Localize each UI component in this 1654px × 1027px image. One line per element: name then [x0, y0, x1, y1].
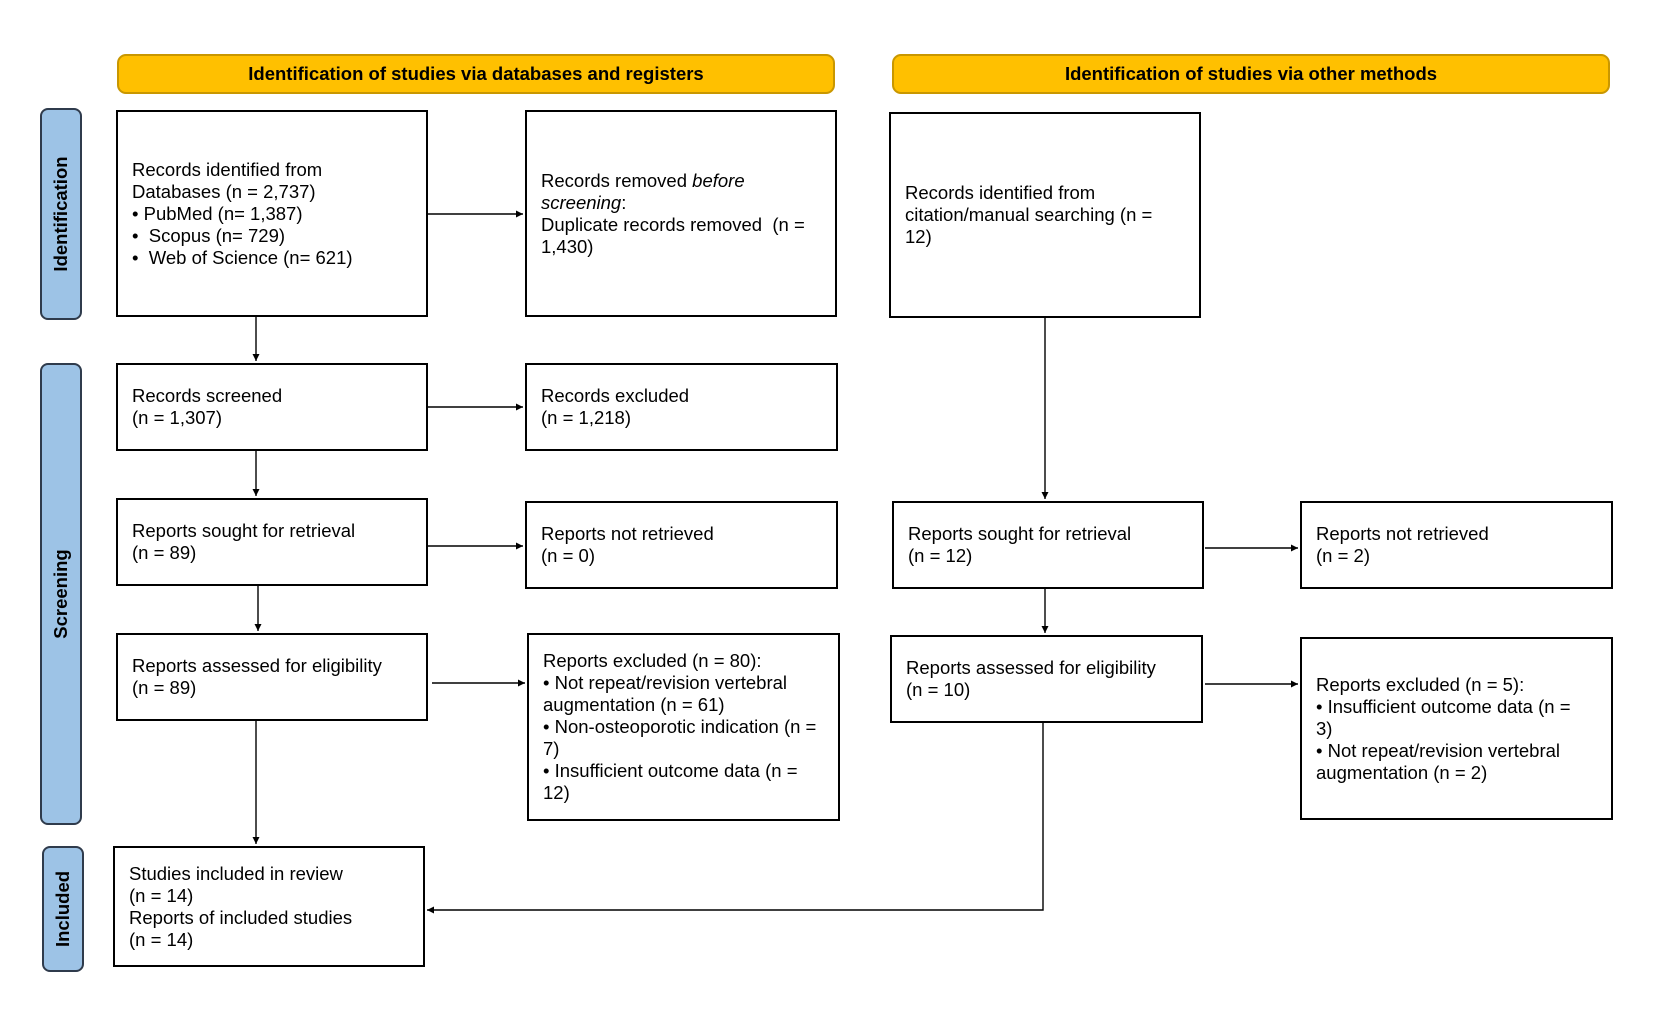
- box-line: • Insufficient outcome data (n =: [1316, 695, 1571, 717]
- box-line: (n = 14): [129, 928, 194, 950]
- box-line: Duplicate records removed (n =: [541, 213, 805, 235]
- box-line: augmentation (n = 2): [1316, 761, 1488, 783]
- arrow-assessed-right-to-included: [427, 723, 1044, 914]
- box-line: (n = 89): [132, 677, 197, 698]
- box-line: • Not repeat/revision vertebral: [543, 672, 788, 693]
- box-line: Studies included in review: [129, 862, 343, 884]
- box-line: (n = 2): [1316, 545, 1370, 566]
- box-line: 3): [1316, 717, 1333, 739]
- box-line: (n = 10): [906, 679, 971, 700]
- records-identified-databases: Records identified from Databases (n = 2…: [116, 110, 428, 317]
- box-line: Records removed before: [541, 170, 821, 192]
- reports-assessed-eligibility-left: Reports assessed for eligibility (n = 89…: [116, 633, 428, 721]
- records-identified-citation: Records identified from citation/manual …: [889, 112, 1201, 318]
- box-line: Reports sought for retrieval: [132, 520, 356, 541]
- reports-not-retrieved-left: Reports not retrieved (n = 0): [525, 501, 838, 589]
- box-line: (n = 1,218): [541, 407, 631, 428]
- reports-sought-for-retrieval-left: Reports sought for retrieval (n = 89): [116, 498, 428, 586]
- phase-identification: Identification: [40, 108, 82, 320]
- box-line: • Web of Science (n= 621): [132, 246, 353, 268]
- reports-excluded-right: Reports excluded (n = 5): • Insufficient…: [1300, 637, 1613, 820]
- box-line: 7): [543, 738, 560, 759]
- reports-assessed-eligibility-right: Reports assessed for eligibility (n = 10…: [890, 635, 1203, 723]
- box-line: citation/manual searching (n =: [905, 204, 1153, 225]
- box-line: Reports excluded (n = 5):: [1316, 673, 1525, 695]
- box-line: Databases (n = 2,737): [132, 180, 316, 202]
- box-line: • Non-osteoporotic indication (n =: [543, 716, 817, 737]
- records-screened: Records screened (n = 1,307): [116, 363, 428, 451]
- text-fragment: Records removed: [541, 169, 693, 191]
- box-line: • Insufficient outcome data (n =: [543, 760, 798, 781]
- records-removed-before-screening: Records removed before screening: Duplic…: [525, 110, 837, 317]
- box-line: Reports not retrieved: [1316, 523, 1489, 544]
- other-methods-header: Identification of studies via other meth…: [892, 54, 1610, 94]
- box-line: 12): [905, 226, 932, 247]
- text-fragment-italic: before: [692, 169, 745, 191]
- box-line: • PubMed (n= 1,387): [132, 202, 303, 224]
- box-line: Reports not retrieved: [541, 523, 714, 544]
- box-line: Reports assessed for eligibility: [132, 655, 382, 676]
- box-line: screening:: [541, 192, 821, 214]
- box-line: (n = 1,307): [132, 407, 222, 428]
- box-line: (n = 89): [132, 542, 197, 563]
- reports-sought-for-retrieval-right: Reports sought for retrieval (n = 12): [892, 501, 1204, 589]
- box-line: Reports sought for retrieval: [908, 523, 1132, 544]
- phase-included: Included: [42, 846, 84, 972]
- box-line: Records identified from: [132, 158, 323, 180]
- reports-not-retrieved-right: Reports not retrieved (n = 2): [1300, 501, 1613, 589]
- box-line: Reports assessed for eligibility: [906, 657, 1156, 678]
- box-line: (n = 14): [129, 884, 194, 906]
- reports-excluded-left: Reports excluded (n = 80): • Not repeat/…: [527, 633, 840, 821]
- box-line: 1,430): [541, 235, 594, 257]
- box-line: • Scopus (n= 729): [132, 224, 286, 246]
- databases-header: Identification of studies via databases …: [117, 54, 835, 94]
- box-line: 12): [543, 782, 570, 803]
- phase-screening: Screening: [40, 363, 82, 825]
- box-line: (n = 12): [908, 545, 973, 566]
- box-line: Reports excluded (n = 80):: [543, 650, 762, 671]
- box-line: Records identified from: [905, 182, 1096, 203]
- box-line: augmentation (n = 61): [543, 694, 725, 715]
- records-excluded: Records excluded (n = 1,218): [525, 363, 838, 451]
- box-line: Reports of included studies: [129, 906, 353, 928]
- text-fragment: :: [621, 191, 627, 213]
- box-line: Records excluded: [541, 385, 690, 406]
- studies-included-in-review: Studies included in review (n = 14) Repo…: [113, 846, 425, 967]
- box-line: Records screened: [132, 385, 283, 406]
- box-line: • Not repeat/revision vertebral: [1316, 739, 1561, 761]
- box-line: (n = 0): [541, 545, 595, 566]
- text-fragment-italic: screening: [541, 191, 622, 213]
